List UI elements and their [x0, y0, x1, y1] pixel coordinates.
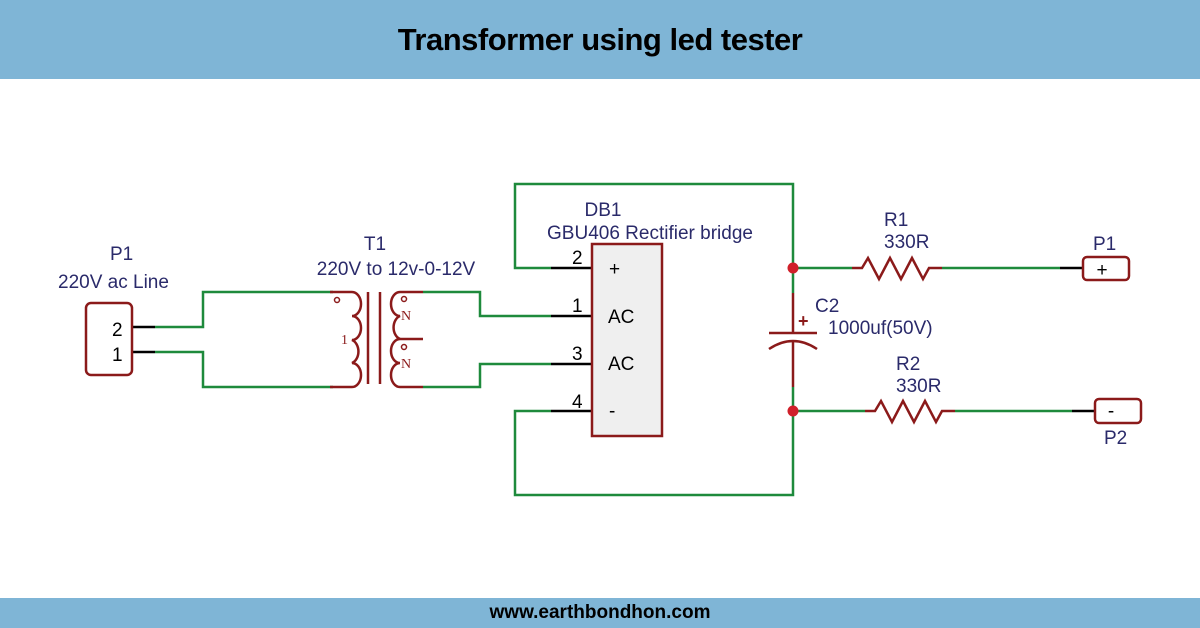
footer-url: www.earthbondhon.com	[489, 602, 711, 623]
value-label: 330R	[896, 376, 941, 397]
value-label: 220V ac Line	[58, 272, 169, 293]
connector-p1-input: 2 1 P1 220V ac Line	[58, 244, 169, 377]
ref-label: R1	[884, 210, 908, 231]
pin-name: AC	[608, 354, 634, 375]
pin-stubs	[132, 266, 1095, 413]
secondary-mark: N	[401, 357, 411, 372]
wire-plus-loop	[513, 182, 795, 293]
pin-name: AC	[608, 307, 634, 328]
title-banner: Transformer using led tester	[0, 0, 1200, 79]
ref-label: DB1	[585, 200, 622, 221]
pin-number: 3	[572, 344, 583, 365]
secondary-mark: N	[401, 309, 411, 324]
resistor-r1: R1 330R	[852, 210, 942, 282]
ref-label: P1	[110, 244, 133, 265]
wire-p1-pin2	[155, 290, 333, 329]
polarity-mark: +	[798, 311, 809, 331]
value-label: GBU406 Rectifier bridge	[547, 223, 753, 244]
pin-number: 2	[572, 248, 583, 269]
rectifier-bridge-db1: 2 1 3 4 + AC AC - DB1 GBU406 Rectifier b…	[547, 200, 753, 438]
pin-number: 4	[572, 392, 583, 413]
value-label: 330R	[884, 232, 929, 253]
junction-dot	[787, 405, 799, 417]
ref-label: C2	[815, 296, 839, 317]
pin-label: +	[1096, 260, 1107, 281]
ref-label: R2	[896, 354, 920, 375]
ref-label: T1	[364, 234, 386, 255]
pin-label: -	[1108, 401, 1114, 422]
page-title: Transformer using led tester	[397, 21, 803, 57]
connector-p1-output: + P1	[1081, 234, 1131, 282]
wire-minus-loop	[513, 387, 795, 497]
wire-p1-pin1	[155, 350, 333, 389]
ref-label: P2	[1104, 428, 1127, 449]
pin-number: 1	[572, 296, 583, 317]
footer-banner: www.earthbondhon.com	[0, 598, 1200, 628]
ref-label: P1	[1093, 234, 1116, 255]
pin-label: 1	[112, 345, 123, 366]
capacitor-c2	[768, 293, 818, 387]
junction-dot	[787, 262, 799, 274]
pin-label: 2	[112, 320, 123, 341]
wire-sec-bottom	[423, 362, 551, 389]
wires	[155, 182, 1072, 497]
value-label: 1000uf(50V)	[828, 318, 933, 339]
transformer-t1	[330, 290, 423, 389]
primary-mark: 1	[341, 333, 348, 348]
pin-name: -	[609, 401, 615, 422]
value-label: 220V to 12v-0-12V	[317, 259, 476, 280]
wire-sec-top	[423, 290, 551, 318]
pin-name: +	[609, 259, 620, 280]
connector-p2-output: - P2	[1093, 397, 1143, 449]
resistor-r2: R2 330R	[865, 354, 955, 425]
